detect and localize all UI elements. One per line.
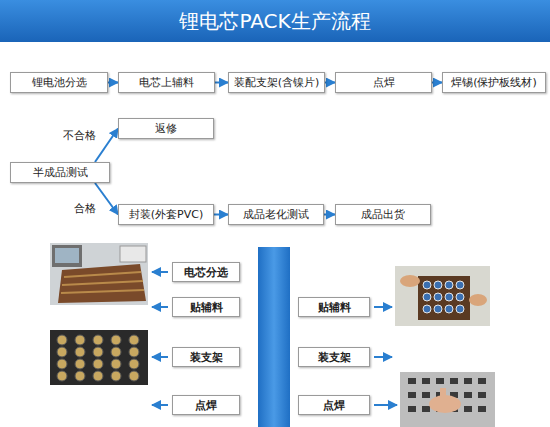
- box-label: 装配支架(含镍片): [234, 75, 320, 90]
- process-box: 成品出货: [335, 204, 431, 225]
- process-box: 贴辅料: [298, 297, 370, 317]
- flow-arrow: [214, 214, 228, 216]
- box-label: 装支架: [190, 350, 223, 365]
- box-label: 封装(外套PVC): [129, 207, 203, 222]
- title: 锂电芯PACK生产流程: [0, 0, 550, 42]
- edge-label: 不合格: [62, 128, 97, 143]
- process-box: 装支架: [298, 347, 370, 367]
- process-box: 贴辅料: [172, 297, 240, 317]
- box-label: 电芯上辅料: [139, 75, 194, 90]
- box-label: 成品老化测试: [243, 207, 309, 222]
- flow-arrow: [95, 129, 118, 163]
- process-box: 返修: [118, 118, 214, 139]
- flow-arrow: [432, 82, 442, 84]
- box-label: 锂电池分选: [32, 75, 87, 90]
- process-box: 装支架: [172, 347, 240, 367]
- box-label: 装支架: [318, 350, 351, 365]
- box-label: 点焊: [323, 398, 345, 413]
- process-box: 成品老化测试: [228, 204, 324, 225]
- box-label: 贴辅料: [190, 300, 223, 315]
- process-box: 电芯上辅料: [118, 72, 215, 93]
- box-label: 贴辅料: [318, 300, 351, 315]
- process-box: 装配支架(含镍片): [228, 72, 325, 93]
- process-box: 点焊: [172, 395, 240, 415]
- box-label: 半成品测试: [33, 165, 88, 180]
- box-label: 返修: [155, 121, 177, 136]
- sorting-machine-photo: [50, 243, 148, 305]
- process-box: 锂电池分选: [10, 72, 108, 93]
- process-box: 焊锡(保护板线材): [442, 72, 546, 93]
- flow-arrow: [215, 82, 228, 84]
- divider-bar: [258, 247, 290, 427]
- insulation-photo: [395, 266, 490, 326]
- header-bar: [0, 0, 550, 42]
- welding-photo: [400, 372, 495, 427]
- flow-arrow: [108, 82, 118, 84]
- photo-pointer: [152, 272, 397, 405]
- box-label: 电芯分选: [184, 265, 228, 280]
- box-label: 焊锡(保护板线材): [451, 75, 537, 90]
- process-box: 半成品测试: [10, 162, 110, 183]
- process-box: 电芯分选: [172, 262, 240, 282]
- flow-arrow: [95, 183, 118, 215]
- flow-arrow: [325, 82, 335, 84]
- box-label: 点焊: [195, 398, 217, 413]
- edge-label: 合格: [73, 201, 97, 216]
- flow-arrow: [324, 214, 335, 216]
- cell-holder-photo: [50, 330, 148, 385]
- process-box: 封装(外套PVC): [118, 204, 214, 225]
- process-box: 点焊: [298, 395, 370, 415]
- box-label: 成品出货: [361, 207, 405, 222]
- box-label: 点焊: [373, 75, 395, 90]
- process-box: 点焊: [335, 72, 432, 93]
